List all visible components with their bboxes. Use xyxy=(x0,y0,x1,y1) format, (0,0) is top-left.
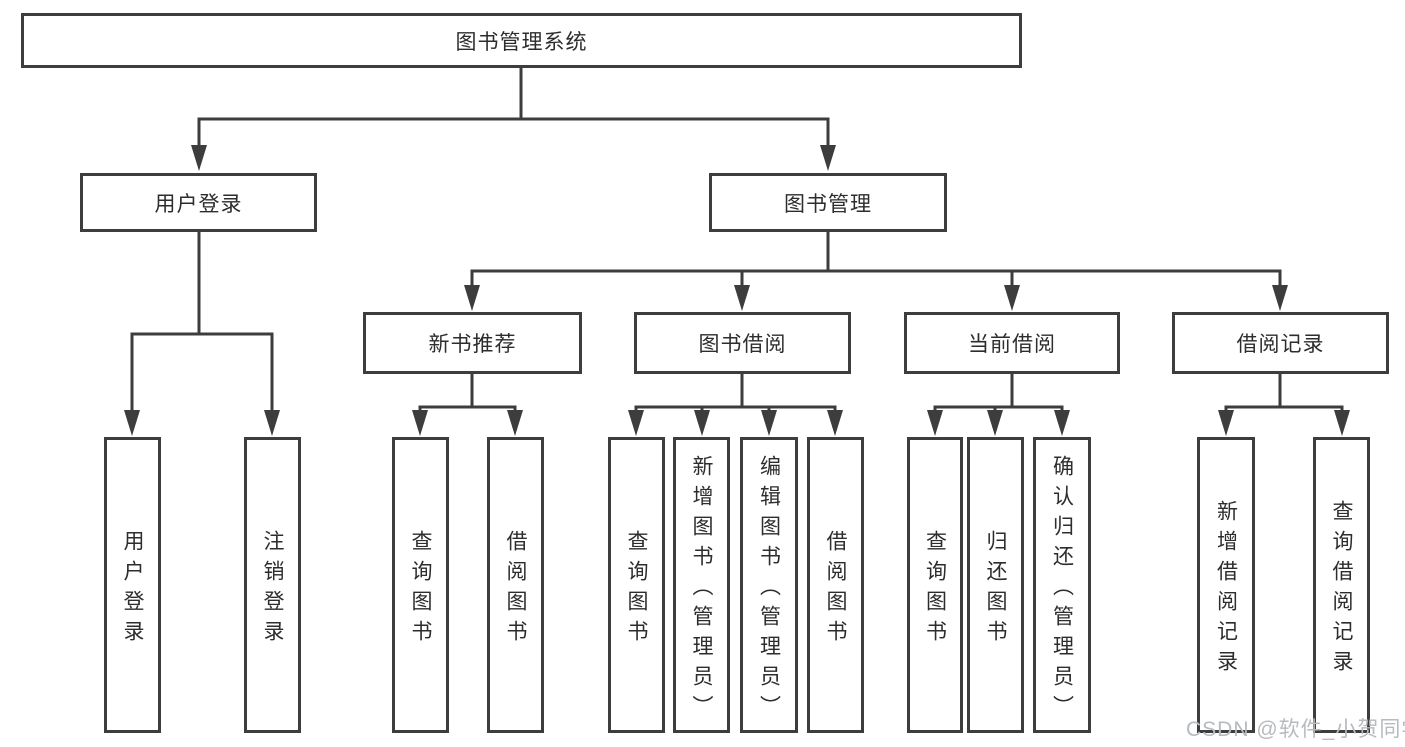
arrow-down-icon xyxy=(507,410,523,436)
arrow-down-icon xyxy=(412,410,428,436)
leaf-query-books-borrow: 查询图书 xyxy=(608,437,665,733)
connector-currentborrow-to-leaves xyxy=(933,372,1064,418)
connector-records-to-leaves xyxy=(1224,372,1344,418)
arrow-down-icon xyxy=(191,145,207,171)
leaf-edit-book-admin: 编辑图书（管理员） xyxy=(740,437,798,733)
leaf-borrow-books: 借阅图书 xyxy=(807,437,864,733)
leaf-confirm-return-admin-label: 确认归还（管理员） xyxy=(1050,454,1074,725)
connector-root-to-level2 xyxy=(197,66,830,152)
leaf-user-login-label: 用户登录 xyxy=(121,529,144,650)
leaf-query-books-borrow-label: 查询图书 xyxy=(625,529,648,650)
node-user-login: 用户登录 xyxy=(80,173,317,232)
leaf-confirm-return-admin: 确认归还（管理员） xyxy=(1033,437,1091,733)
leaf-add-borrow-record-label: 新增借阅记录 xyxy=(1214,499,1238,680)
node-new-book-recommend: 新书推荐 xyxy=(363,312,582,374)
leaf-query-books-current-label: 查询图书 xyxy=(923,529,947,650)
arrow-down-icon xyxy=(1054,410,1070,436)
arrow-down-icon xyxy=(694,410,710,436)
arrow-down-icon xyxy=(734,285,750,311)
leaf-logout-label: 注销登录 xyxy=(261,529,284,650)
node-book-borrow: 图书借阅 xyxy=(634,312,851,374)
arrow-down-icon xyxy=(987,410,1003,436)
leaf-add-book-admin: 新增图书（管理员） xyxy=(673,437,730,733)
leaf-user-login: 用户登录 xyxy=(104,437,161,733)
arrow-down-icon xyxy=(761,410,777,436)
leaf-query-books-recommend-label: 查询图书 xyxy=(409,529,432,650)
node-borrow-records-label: 借阅记录 xyxy=(1236,333,1325,356)
connector-bookmgmt-to-level3 xyxy=(470,230,1282,292)
leaf-query-borrow-record: 查询借阅记录 xyxy=(1313,437,1370,733)
connector-newbook-to-leaves xyxy=(418,372,517,418)
leaf-borrow-books-recommend-label: 借阅图书 xyxy=(504,529,527,650)
arrow-down-icon xyxy=(264,410,280,436)
arrow-down-icon xyxy=(1334,410,1350,436)
node-library-system: 图书管理系统 xyxy=(21,13,1022,68)
arrow-down-icon xyxy=(124,410,140,436)
leaf-edit-book-admin-label: 编辑图书（管理员） xyxy=(757,454,781,725)
watermark: CSDN @软件_小贺同学 xyxy=(1186,718,1405,741)
node-book-management-label: 图书管理 xyxy=(784,192,872,216)
node-current-borrow: 当前借阅 xyxy=(904,312,1120,374)
leaf-query-books-current: 查询图书 xyxy=(907,437,963,733)
leaf-return-book: 归还图书 xyxy=(967,437,1024,733)
arrow-down-icon xyxy=(1272,285,1288,311)
node-new-book-recommend-label: 新书推荐 xyxy=(428,333,517,356)
leaf-query-borrow-record-label: 查询借阅记录 xyxy=(1330,499,1353,680)
arrow-down-icon xyxy=(1004,285,1020,311)
connector-userlogin-to-leaves xyxy=(130,230,274,418)
leaf-borrow-books-recommend: 借阅图书 xyxy=(487,437,544,733)
node-borrow-records: 借阅记录 xyxy=(1172,312,1389,374)
arrowheads xyxy=(124,145,1350,436)
node-library-system-label: 图书管理系统 xyxy=(455,30,588,54)
node-book-management: 图书管理 xyxy=(709,173,947,232)
leaf-add-book-admin-label: 新增图书（管理员） xyxy=(690,454,713,725)
leaf-borrow-books-label: 借阅图书 xyxy=(824,529,847,650)
leaf-add-borrow-record: 新增借阅记录 xyxy=(1197,437,1255,733)
node-book-borrow-label: 图书借阅 xyxy=(698,333,787,356)
node-current-borrow-label: 当前借阅 xyxy=(968,333,1056,356)
arrow-down-icon xyxy=(827,410,843,436)
connector-bookborrow-to-leaves xyxy=(634,372,837,418)
arrow-down-icon xyxy=(1218,410,1234,436)
arrow-down-icon xyxy=(820,145,836,171)
arrow-down-icon xyxy=(927,410,943,436)
leaf-query-books-recommend: 查询图书 xyxy=(392,437,449,733)
arrow-down-icon xyxy=(628,410,644,436)
arrow-down-icon xyxy=(464,285,480,311)
leaf-logout: 注销登录 xyxy=(244,437,301,733)
leaf-return-book-label: 归还图书 xyxy=(984,529,1007,650)
node-user-login-label: 用户登录 xyxy=(154,192,243,216)
